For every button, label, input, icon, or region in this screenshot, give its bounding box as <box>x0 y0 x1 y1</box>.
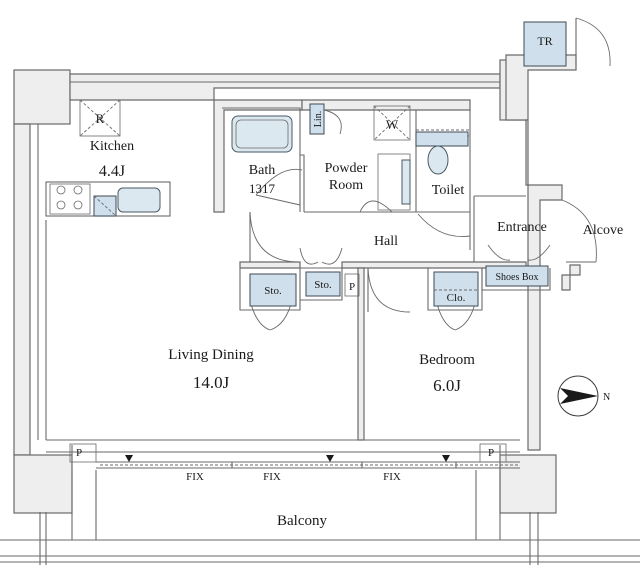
pipe-left-label: P <box>76 447 82 459</box>
storage-box-mid <box>305 271 341 297</box>
kitchen-fixtures <box>45 99 171 217</box>
bath-label: Bath <box>249 163 275 178</box>
service-top-wall <box>301 99 471 111</box>
pipe-box-left <box>69 443 97 463</box>
window-marker-2 <box>326 455 334 462</box>
compass-label: N <box>603 392 610 403</box>
refrigerator-label: R <box>96 111 105 126</box>
column-bottom-left <box>13 454 73 514</box>
trunk-room-label: TR <box>537 34 552 48</box>
powder-room-label-line2: Room <box>329 178 363 193</box>
bath-size: 1317 <box>249 181 276 196</box>
windows <box>96 455 520 469</box>
pipe-right-label: P <box>488 447 494 459</box>
window-label-fix-2: FIX <box>263 471 281 483</box>
alcove-label: Alcove <box>583 223 623 238</box>
washer-label: W <box>386 117 399 132</box>
shoes-box <box>485 265 549 287</box>
powder-room-label-line1: Powder <box>325 161 368 176</box>
toilet-label: Toilet <box>432 183 465 198</box>
column-top-left <box>13 69 71 125</box>
hall-wall-left <box>239 261 301 269</box>
linen-label: Lin. <box>313 111 324 127</box>
balcony-label: Balcony <box>277 513 327 529</box>
left-wall <box>13 123 31 456</box>
closet-box <box>433 271 479 307</box>
bedroom-label: Bedroom <box>419 352 475 368</box>
living-dining-size: 14.0J <box>193 373 230 392</box>
refrigerator-space <box>79 99 121 137</box>
balcony <box>0 470 640 565</box>
storage-mid-label: Sto. <box>314 279 332 291</box>
entrance-label: Entrance <box>497 220 547 235</box>
storage-box-left <box>249 273 297 307</box>
exterior-walls <box>13 54 581 514</box>
storage-units <box>69 21 567 463</box>
toilet-bowl <box>427 145 449 175</box>
kitchen-size: 4.4J <box>99 163 125 180</box>
kitchen-sink <box>117 187 161 213</box>
storage-left-label: Sto. <box>264 285 282 297</box>
bathtub <box>231 115 293 153</box>
room-labels: Kitchen 4.4J Bath 1317 Powder Room Toile… <box>90 139 623 529</box>
compass: N <box>557 375 610 417</box>
trunk-room <box>523 21 567 67</box>
living-dining-label: Living Dining <box>168 347 254 363</box>
hall-label: Hall <box>374 234 398 249</box>
window-marker-1 <box>125 455 133 462</box>
washer-space <box>373 105 411 141</box>
window-label-fix-3: FIX <box>383 471 401 483</box>
toilet-cabinet <box>415 131 469 147</box>
bedroom-size: 6.0J <box>433 376 461 395</box>
north-arrow-icon <box>560 388 598 404</box>
window-labels: FIX FIX FIX <box>186 471 401 483</box>
top-wall <box>69 73 501 101</box>
kitchen-label: Kitchen <box>90 139 134 154</box>
pipe-hall-label: P <box>349 281 355 293</box>
right-wall <box>525 119 563 451</box>
fixture-labels: R W Lin. Sto. Sto. P Clo. Shoes Box TR P… <box>76 34 553 459</box>
pipe-box-hall <box>344 273 360 297</box>
closet-label: Clo. <box>447 292 466 304</box>
window-marker-3 <box>442 455 450 462</box>
column-bottom-right <box>499 454 557 514</box>
shoes-box-label: Shoes Box <box>495 272 538 283</box>
interior-walls <box>46 99 551 453</box>
wet-area-fixtures <box>231 103 471 237</box>
cooktop <box>49 183 91 215</box>
window-label-fix-1: FIX <box>186 471 204 483</box>
linen-cabinet <box>309 103 325 135</box>
alcove-corner <box>561 264 581 291</box>
